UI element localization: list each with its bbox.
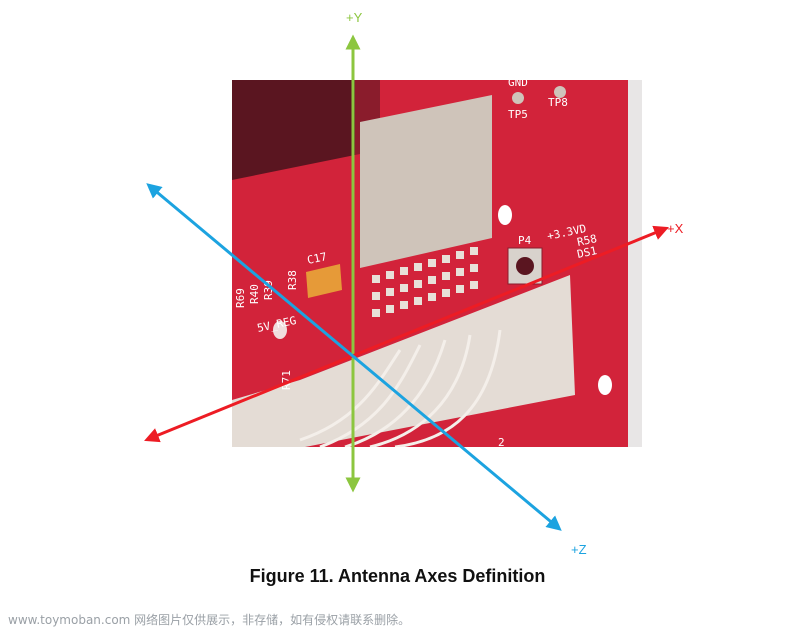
label-2: 2: [498, 436, 505, 449]
shield-pad: [360, 95, 492, 268]
z-axis-line: [146, 183, 562, 531]
label-tp5: TP5: [508, 108, 528, 121]
pcb-dark-region: [232, 80, 355, 180]
label-gnd: GND: [508, 76, 528, 89]
x-axis-label: +X: [667, 221, 684, 236]
label-tp8: TP8: [548, 96, 568, 109]
test-point-tp5: [512, 92, 524, 104]
y-axis-label: +Y: [346, 10, 363, 25]
mounting-hole: [598, 375, 612, 395]
pcb-right-edge: [628, 80, 642, 447]
mounting-hole: [498, 205, 512, 225]
test-point-tp8: [554, 86, 566, 98]
label-r69: R69: [234, 288, 247, 308]
label-r40: R40: [248, 284, 261, 304]
label-r38: R38: [286, 270, 299, 290]
label-p4: P4: [518, 234, 532, 247]
z-axis-label: +Z: [571, 542, 587, 557]
figure-caption: Figure 11. Antenna Axes Definition: [249, 566, 546, 586]
watermark-text: www.toymoban.com 网络图片仅供展示，非存储，如有侵权请联系删除。: [8, 613, 411, 627]
